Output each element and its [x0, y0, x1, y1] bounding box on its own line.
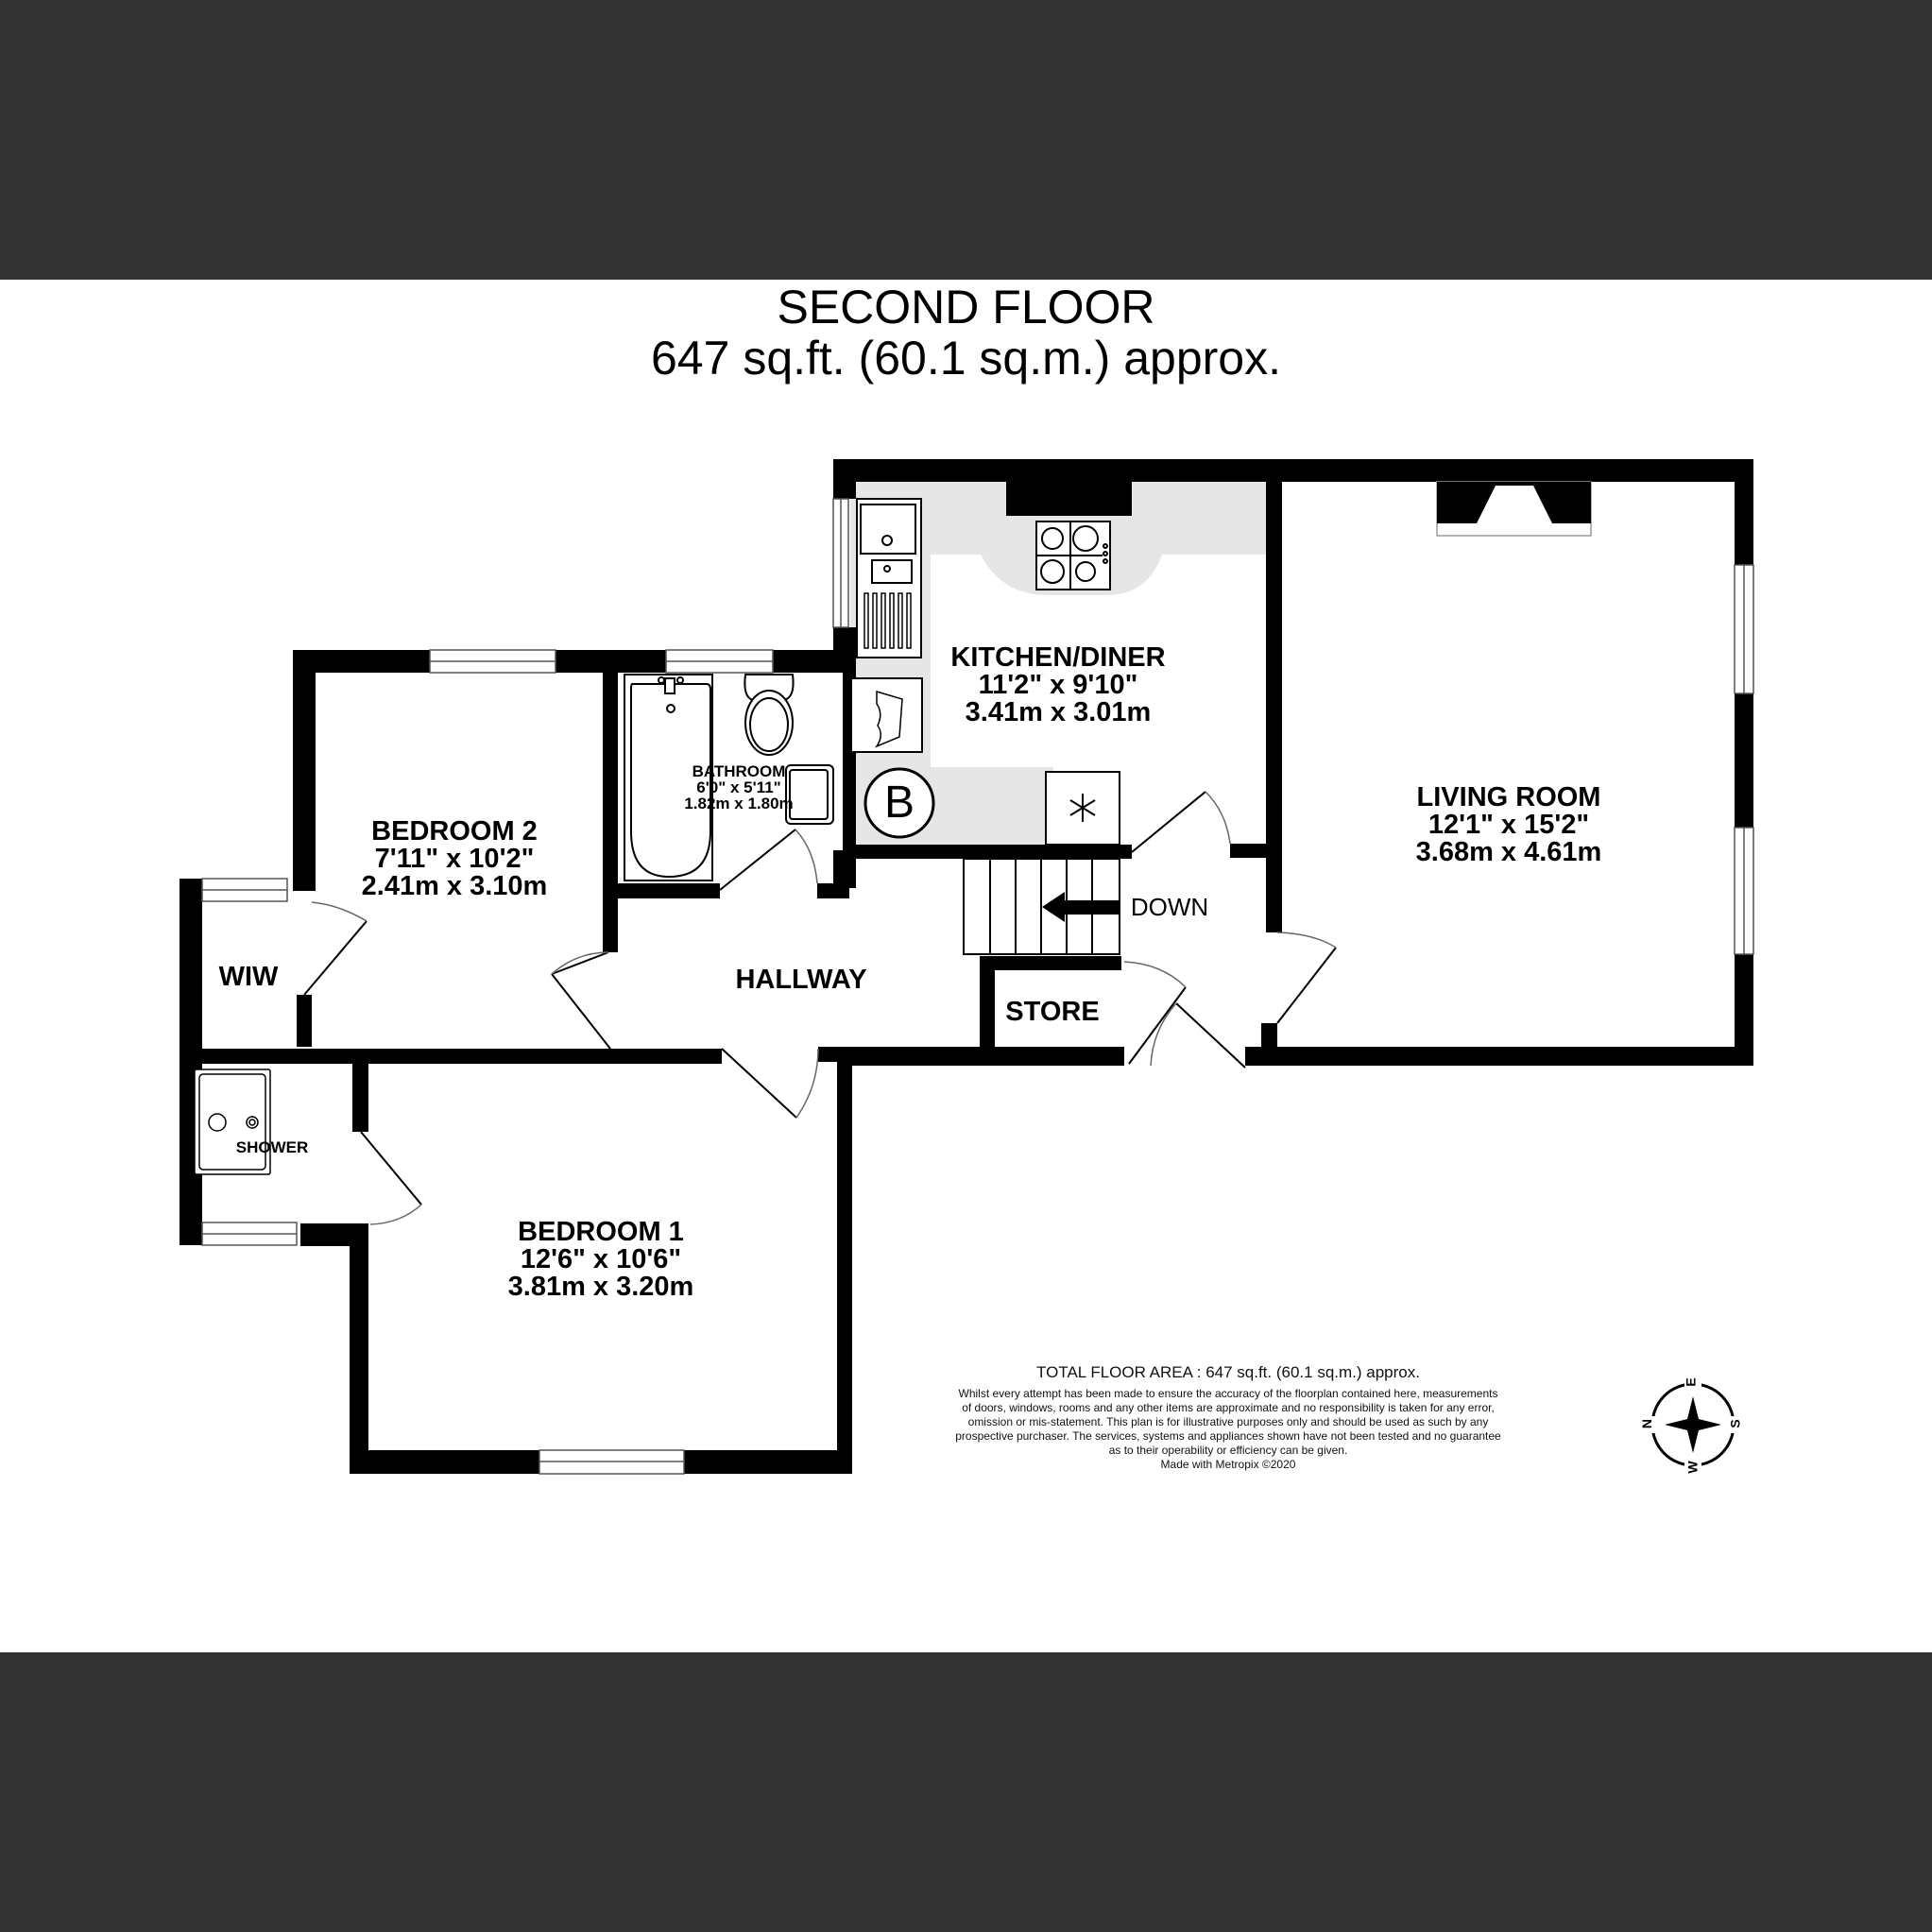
fridge-freezer: [1045, 771, 1120, 846]
room-imperial: 7'11" x 10'2": [374, 844, 535, 874]
credit: Made with Metropix ©2020: [1160, 1458, 1296, 1471]
bathtub: [624, 674, 713, 881]
compass-south: S: [1727, 1419, 1743, 1428]
sink: [856, 498, 922, 658]
room-imperial: 6'0" x 5'11": [696, 778, 781, 796]
stairs-down-label: DOWN: [1130, 893, 1209, 921]
room-bathroom: BATHROOM 6'0" x 5'11" 1.82m x 1.80m: [684, 763, 793, 812]
room-kitchen-diner: KITCHEN/DINER 11'2" x 9'10" 3.41m x 3.01…: [950, 644, 1165, 727]
room-imperial: 12'6" x 10'6": [520, 1244, 682, 1274]
hob: [1035, 521, 1111, 590]
room-hallway: HALLWAY: [735, 965, 867, 995]
room-metric: 3.41m x 3.01m: [965, 697, 1152, 727]
room-name: BEDROOM 2: [371, 816, 538, 846]
top-band: [0, 0, 1932, 280]
room-living-room: LIVING ROOM 12'1" x 15'2" 3.68m x 4.61m: [1416, 784, 1602, 866]
room-metric: 1.82m x 1.80m: [684, 795, 794, 812]
room-metric: 3.81m x 3.20m: [507, 1272, 694, 1302]
floor-area: 647 sq.ft. (60.1 sq.m.) approx.: [651, 332, 1281, 385]
room-name: BEDROOM 1: [518, 1217, 684, 1247]
room-name: BATHROOM: [692, 762, 786, 780]
walls: [180, 459, 1753, 1474]
total-floor-area: TOTAL FLOOR AREA : 647 sq.ft. (60.1 sq.m…: [1036, 1363, 1420, 1381]
room-name: LIVING ROOM: [1416, 782, 1601, 812]
shower-tray: [194, 1069, 271, 1175]
disclaimer-line: omission or mis-statement. This plan is …: [967, 1415, 1489, 1428]
compass-north: N: [1639, 1418, 1655, 1429]
disclaimer-line: as to their operability or efficiency ca…: [1108, 1444, 1348, 1457]
fireplace: [1436, 481, 1592, 537]
windows: [201, 498, 1754, 1475]
door-arcs: [311, 791, 1337, 1225]
room-metric: 2.41m x 3.10m: [361, 871, 548, 901]
room-bedroom-2: BEDROOM 2 7'11" x 10'2" 2.41m x 3.10m: [362, 818, 548, 900]
room-imperial: 12'1" x 15'2": [1428, 810, 1590, 840]
room-wiw: WIW: [218, 962, 279, 992]
compass-west: W: [1684, 1461, 1701, 1474]
boiler-icon: [863, 767, 935, 839]
compass-icon: [1648, 1379, 1738, 1470]
disclaimer-block: TOTAL FLOOR AREA : 647 sq.ft. (60.1 sq.m…: [926, 1362, 1530, 1472]
room-metric: 3.68m x 4.61m: [1415, 837, 1602, 867]
room-imperial: 11'2" x 9'10": [978, 670, 1138, 700]
room-shower: SHOWER: [235, 1138, 309, 1156]
snowflake-icon: [1069, 794, 1096, 822]
wash-basin: [785, 764, 834, 825]
boiler-label: B: [883, 778, 915, 828]
disclaimer-line: prospective purchaser. The services, sys…: [955, 1429, 1501, 1443]
room-name: KITCHEN/DINER: [950, 642, 1166, 673]
washing-machine: [850, 677, 923, 753]
floor-title: SECOND FLOOR: [777, 281, 1155, 333]
room-bedroom-1: BEDROOM 1 12'6" x 10'6" 3.81m x 3.20m: [508, 1219, 694, 1301]
compass-east: E: [1683, 1377, 1699, 1387]
bottom-band: [0, 1652, 1932, 1932]
toilet: [744, 674, 795, 756]
room-store: STORE: [1005, 997, 1100, 1027]
disclaimer-line: Whilst every attempt has been made to en…: [958, 1387, 1498, 1400]
disclaimer-line: of doors, windows, rooms and any other i…: [962, 1401, 1495, 1414]
stairs-down-arrow-icon: [1042, 892, 1120, 922]
doors: [303, 791, 1337, 1205]
